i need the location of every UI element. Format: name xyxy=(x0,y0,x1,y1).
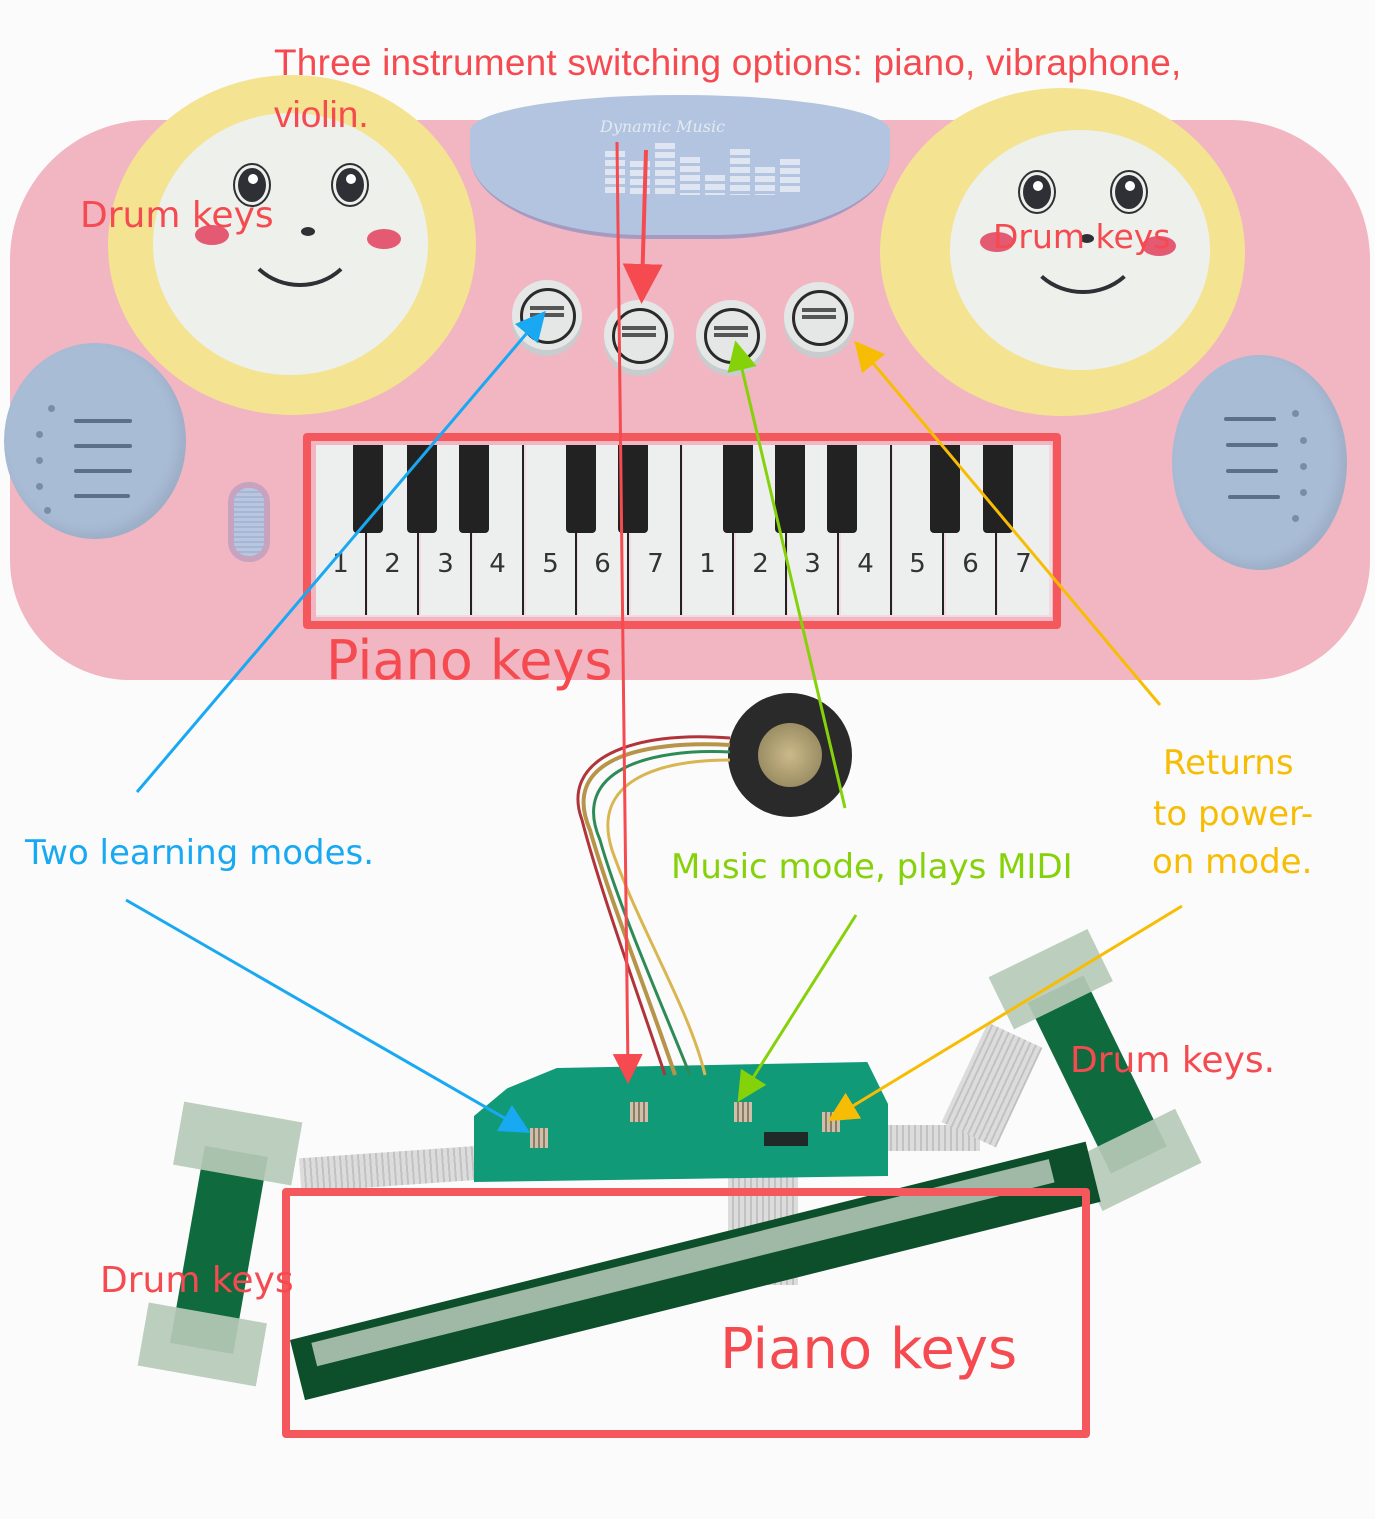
grille-slot xyxy=(74,469,132,473)
key-number: 7 xyxy=(1015,549,1032,579)
music-mode-contact xyxy=(734,1102,752,1122)
piano-keys-highlight-box-top xyxy=(303,433,1061,629)
nose-icon xyxy=(1080,234,1094,243)
button-print xyxy=(622,326,656,330)
power-on-label-line3: on mode. xyxy=(1152,842,1313,882)
black-key[interactable] xyxy=(459,445,489,533)
key-number: 6 xyxy=(594,549,611,579)
speaker-grille-left xyxy=(4,343,186,539)
key-number: 7 xyxy=(647,549,664,579)
equalizer-bar xyxy=(755,167,775,195)
grille-hole xyxy=(48,405,55,412)
power-on-label-line1: Returns xyxy=(1163,743,1294,783)
grille-hole xyxy=(1300,463,1307,470)
key-number: 1 xyxy=(699,549,716,579)
drum-keys-label-right-bottom: Drum keys. xyxy=(1070,1040,1276,1081)
drum-face-right xyxy=(950,130,1210,370)
grille-hole xyxy=(1300,437,1307,444)
cheek-icon xyxy=(1142,236,1176,256)
grille-slot xyxy=(74,444,132,448)
grille-hole xyxy=(1292,515,1299,522)
button-print xyxy=(714,326,748,330)
black-key[interactable] xyxy=(407,445,437,533)
black-key[interactable] xyxy=(566,445,596,533)
grille-slot xyxy=(1224,417,1276,421)
equalizer-bar xyxy=(705,175,725,195)
instrument-switch-label-line1: Three instrument switching options: pian… xyxy=(274,42,1182,83)
cheek-icon xyxy=(195,225,229,245)
button-print xyxy=(802,308,836,312)
drum-pad-left[interactable] xyxy=(108,75,476,415)
key-number: 2 xyxy=(384,549,401,579)
power-on-label-line2: to power- xyxy=(1153,794,1314,834)
piano-keys-label-top: Piano keys xyxy=(326,629,613,692)
grille-hole xyxy=(1300,489,1307,496)
grille-hole xyxy=(44,507,51,514)
speaker-component xyxy=(728,693,852,817)
grille-slot xyxy=(1226,443,1278,447)
power-slide-switch[interactable] xyxy=(228,482,270,562)
instrument-to-pcb-arrow xyxy=(612,141,643,1084)
drum-keys-label-left-top: Drum keys xyxy=(80,195,274,236)
grille-hole xyxy=(36,483,43,490)
key-number: 3 xyxy=(437,549,454,579)
key-number: 3 xyxy=(804,549,821,579)
instrument-switch-button[interactable] xyxy=(604,300,674,370)
smile-icon xyxy=(241,233,359,287)
instrument-to-button-arrow xyxy=(622,149,663,304)
key-number: 5 xyxy=(909,549,926,579)
equalizer-bar xyxy=(680,157,700,195)
power-on-mode-button[interactable] xyxy=(784,282,854,352)
key-number: 4 xyxy=(857,549,874,579)
cheek-icon xyxy=(980,232,1014,252)
grille-hole xyxy=(1292,410,1299,417)
cheek-icon xyxy=(367,229,401,249)
learning-modes-label: Two learning modes. xyxy=(25,833,375,873)
display-brand: Dynamic Music xyxy=(600,117,726,136)
eye-icon xyxy=(1112,172,1146,212)
grille-slot xyxy=(1226,469,1278,473)
smile-icon xyxy=(1024,242,1142,294)
eye-icon xyxy=(235,165,269,205)
music-mode-label: Music mode, plays MIDI xyxy=(671,847,1073,887)
grille-slot xyxy=(74,419,132,423)
eye-icon xyxy=(1020,172,1054,212)
button-print xyxy=(530,306,564,310)
equalizer-bar xyxy=(605,151,625,195)
eye-icon xyxy=(333,165,367,205)
black-key[interactable] xyxy=(618,445,648,533)
main-circuit-board xyxy=(474,1062,888,1182)
instrument-switch-label-line2: violin. xyxy=(274,94,369,135)
nose-icon xyxy=(301,227,315,236)
black-key[interactable] xyxy=(983,445,1013,533)
piano-keys-label-bottom: Piano keys xyxy=(720,1317,1018,1382)
drum-face-left xyxy=(153,113,428,375)
black-key[interactable] xyxy=(827,445,857,533)
drum-keys-label-right-top: Drum keys xyxy=(993,217,1171,256)
black-key[interactable] xyxy=(723,445,753,533)
chip xyxy=(764,1132,808,1146)
drum-pad-right[interactable] xyxy=(880,88,1245,416)
key-number: 6 xyxy=(962,549,979,579)
grille-slot xyxy=(1228,495,1280,499)
drum-keys-label-left-bottom: Drum keys xyxy=(100,1260,294,1301)
grille-hole xyxy=(36,457,43,464)
equalizer-bar xyxy=(730,149,750,195)
equalizer-bar xyxy=(780,159,800,195)
key-number: 5 xyxy=(542,549,559,579)
key-number: 4 xyxy=(489,549,506,579)
equalizer-bar xyxy=(655,143,675,195)
piano-keys-highlight-box-bottom xyxy=(282,1188,1090,1438)
grille-hole xyxy=(36,431,43,438)
instrument-contact xyxy=(630,1102,648,1122)
black-key[interactable] xyxy=(775,445,805,533)
learning-mode-contact xyxy=(530,1128,548,1148)
key-number: 2 xyxy=(752,549,769,579)
grille-slot xyxy=(74,494,130,498)
speaker-grille-right xyxy=(1172,355,1347,570)
